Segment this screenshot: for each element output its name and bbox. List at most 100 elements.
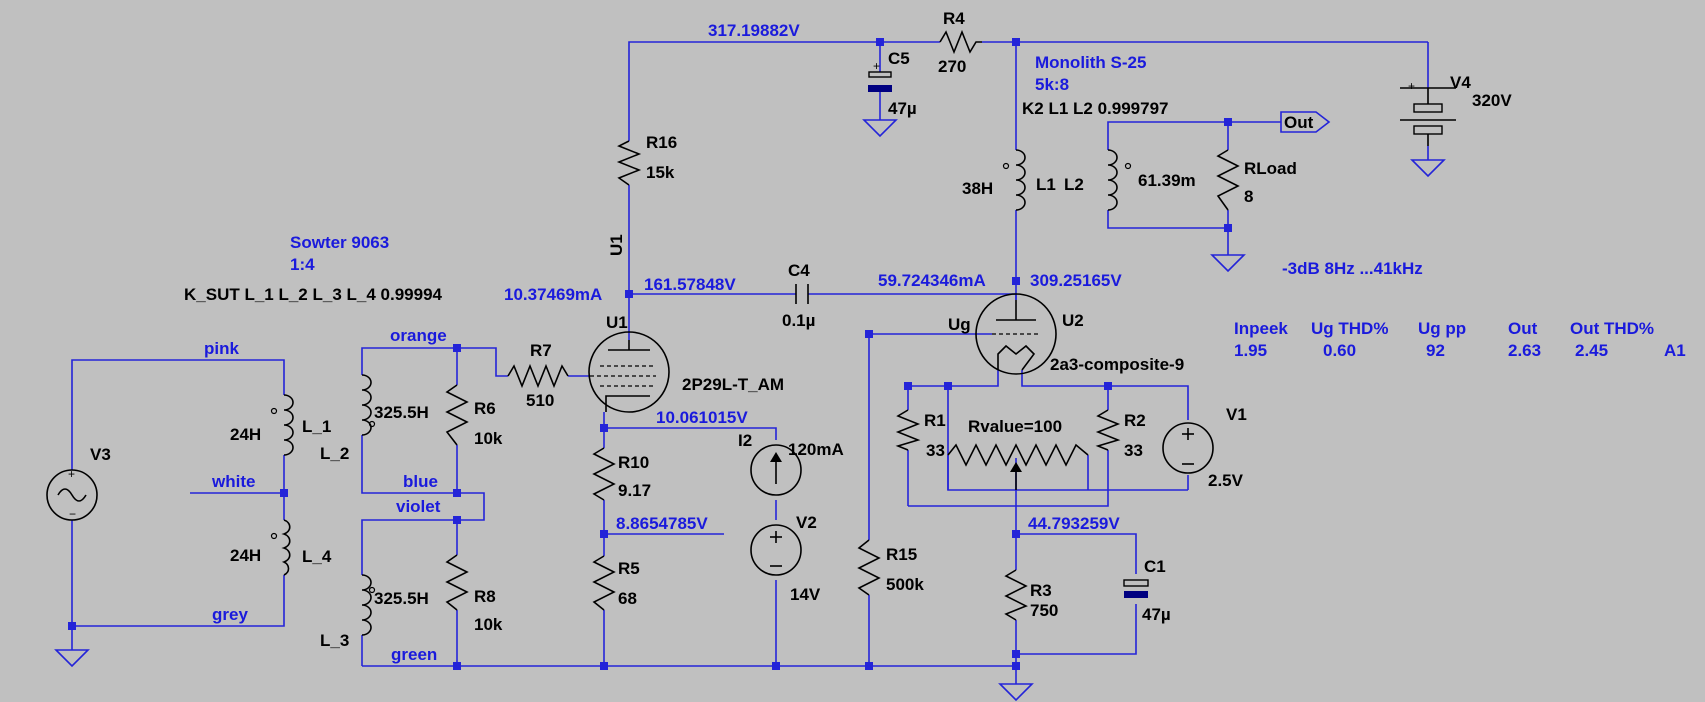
l2-value: 61.39m <box>1138 171 1196 190</box>
r8-value: 10k <box>474 615 503 634</box>
u2-grid-label: Ug <box>948 315 971 334</box>
potentiometer-symbol <box>947 443 1089 490</box>
wire-label-blue: blue <box>403 472 438 491</box>
u2-name: U2 <box>1062 311 1084 330</box>
v1-value: 2.5V <box>1208 471 1244 490</box>
v1-name: V1 <box>1226 405 1247 424</box>
r6-value: 10k <box>474 429 503 448</box>
meas-value-out: 2.63 <box>1508 341 1541 360</box>
c5-name: C5 <box>888 49 910 68</box>
r3-name: R3 <box>1030 581 1052 600</box>
monolith-name: Monolith S-25 <box>1035 53 1146 72</box>
r4-value: 270 <box>938 57 966 76</box>
r7-name: R7 <box>530 341 552 360</box>
r1-name: R1 <box>924 411 946 430</box>
l-1-name: L_1 <box>302 417 331 436</box>
u1-name: U1 <box>606 313 628 332</box>
l-3-value: 325.5H <box>374 589 429 608</box>
l-4-name: L_4 <box>302 547 332 566</box>
c4-symbol <box>795 284 809 304</box>
l2-symbol <box>1107 149 1132 211</box>
c5-symbol: + <box>868 59 892 92</box>
r5-name: R5 <box>618 559 640 578</box>
wire-label-orange: orange <box>390 326 447 345</box>
r6-name: R6 <box>474 399 496 418</box>
i2-value: 120mA <box>788 440 844 459</box>
l-2-name: L_2 <box>320 444 349 463</box>
r3-symbol <box>1004 569 1028 621</box>
r2-name: R2 <box>1124 411 1146 430</box>
meas-header-out: Out <box>1508 319 1538 338</box>
wire-label-white: white <box>211 472 255 491</box>
r16-name: R16 <box>646 133 677 152</box>
node-label-u1-cathode-voltage: 10.061015V <box>656 408 748 427</box>
l1-name: L1 <box>1036 175 1056 194</box>
r16-value: 15k <box>646 163 675 182</box>
coupling-k2: K2 L1 L2 0.999797 <box>1022 99 1168 118</box>
r15-name: R15 <box>886 545 917 564</box>
meas-value-inpeek: 1.95 <box>1234 341 1267 360</box>
junctions <box>68 38 1232 670</box>
wire-label-grey: grey <box>212 605 248 624</box>
l-2-symbol <box>361 374 376 436</box>
pot-value: Rvalue=100 <box>968 417 1062 436</box>
v2-value: 14V <box>790 585 821 604</box>
l-4-value: 24H <box>230 546 261 565</box>
r10-value: 9.17 <box>618 481 651 500</box>
c1-value: 47µ <box>1142 605 1171 624</box>
r16-symbol <box>616 140 642 186</box>
u1-model: 2P29L-T_AM <box>682 375 784 394</box>
node-label-u1-plate-voltage: 161.57848V <box>644 275 736 294</box>
node-label-u2-plate-current: 59.724346mA <box>878 271 986 290</box>
out-port-symbol <box>1280 111 1331 133</box>
v4-name: V4 <box>1450 73 1471 92</box>
r10-symbol <box>592 447 616 501</box>
u2-tube-symbol <box>975 293 1057 375</box>
u2-model: 2a3-composite-9 <box>1050 355 1184 374</box>
r3-value: 750 <box>1030 601 1058 620</box>
r15-symbol <box>857 539 881 596</box>
c4-value: 0.1µ <box>782 311 815 330</box>
u1-tube-symbol <box>588 331 670 413</box>
node-label-r10-r5: 8.8654785V <box>616 514 708 533</box>
svg-text:+: + <box>68 467 75 481</box>
bandwidth-note: -3dB 8Hz ...41kHz <box>1282 259 1423 278</box>
svg-text:+: + <box>1408 79 1415 93</box>
wire-label-violet: violet <box>396 497 441 516</box>
rload-name: RLoad <box>1244 159 1297 178</box>
l-2-value: 325.5H <box>374 403 429 422</box>
r8-name: R8 <box>474 587 496 606</box>
l-3-name: L_3 <box>320 631 349 650</box>
coupling-sut: K_SUT L_1 L_2 L_3 L_4 0.99994 <box>184 285 443 304</box>
i2-name: I2 <box>738 431 752 450</box>
l2-name: L2 <box>1064 175 1084 194</box>
u1-side-label: U1 <box>607 234 626 256</box>
wire-label-green: green <box>391 645 437 664</box>
sowter-ratio: 1:4 <box>290 255 315 274</box>
l1-symbol <box>1002 149 1026 211</box>
l-1-value: 24H <box>230 425 261 444</box>
node-label-top-voltage: 317.19882V <box>708 21 800 40</box>
l-1-symbol <box>270 394 294 456</box>
c5-value: 47µ <box>888 99 917 118</box>
l1-value: 38H <box>962 179 993 198</box>
rload-value: 8 <box>1244 187 1253 206</box>
monolith-ratio: 5k:8 <box>1035 75 1069 94</box>
r8-symbol <box>445 554 469 611</box>
v3-symbol: + − <box>46 467 98 521</box>
node-label-u2-plate-voltage: 309.25165V <box>1030 271 1122 290</box>
rload-symbol <box>1216 149 1240 211</box>
v2-symbol <box>750 524 802 576</box>
l-3-symbol <box>361 574 376 636</box>
meas-header-ug-pp: Ug pp <box>1418 319 1466 338</box>
c4-name: C4 <box>788 261 810 280</box>
ground-symbols <box>54 119 1446 702</box>
r2-value: 33 <box>1124 441 1143 460</box>
meas-value-ug-thd: 0.60 <box>1323 341 1356 360</box>
v4-value: 320V <box>1472 91 1512 110</box>
wires <box>71 41 1429 684</box>
r15-value: 500k <box>886 575 924 594</box>
meas-header-ug-thd: Ug THD% <box>1311 319 1388 338</box>
r5-symbol <box>592 555 616 611</box>
v2-name: V2 <box>796 513 817 532</box>
